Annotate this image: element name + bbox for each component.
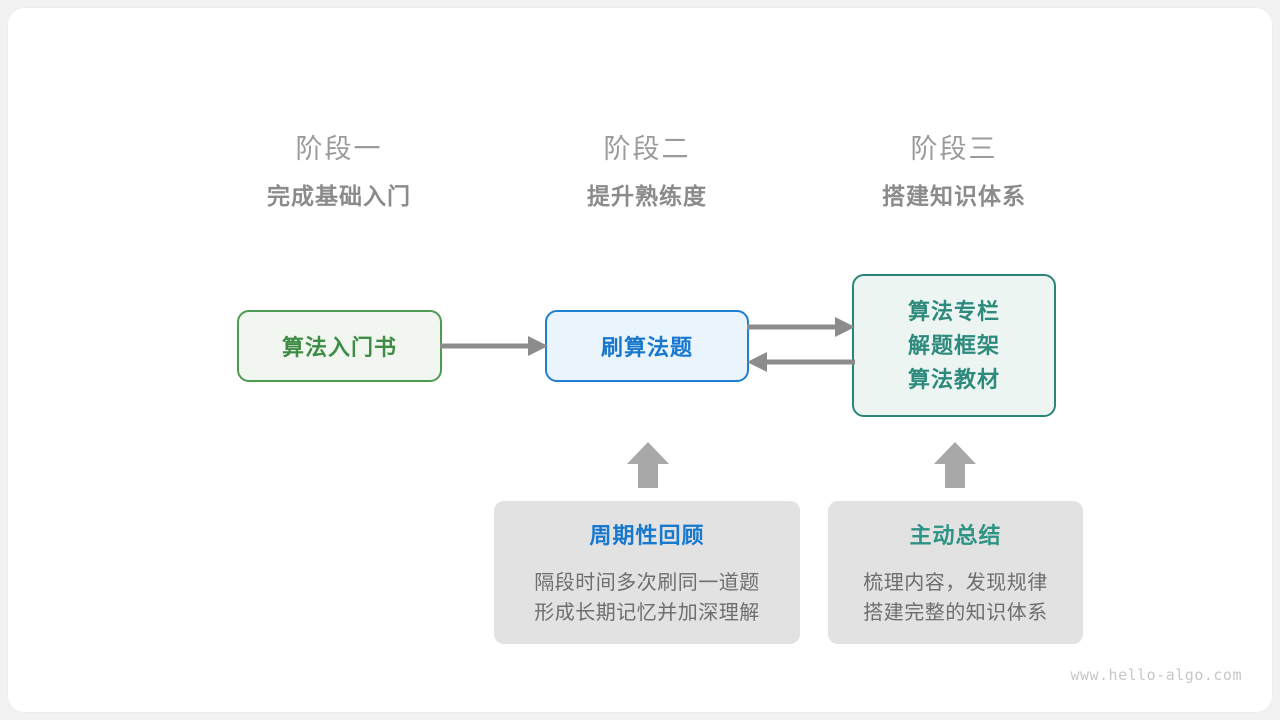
arrow-practice-to-resources (747, 317, 855, 337)
note-card-active-summary-body: 梳理内容，发现规律 搭建完整的知识体系 (863, 568, 1048, 628)
node-intro-book-label: 算法入门书 (281, 335, 397, 360)
arrow-left-icon (747, 352, 855, 372)
diagram-canvas: 阶段一 完成基础入门 阶段二 提升熟练度 阶段三 搭建知识体系 算法入门书 刷算… (8, 8, 1272, 712)
note-body-line: 形成长期记忆并加深理解 (534, 602, 760, 624)
arrow-summary-to-resources (934, 442, 976, 488)
node-intro-book: 算法入门书 (237, 310, 442, 382)
note-body-line: 隔段时间多次刷同一道题 (534, 572, 760, 594)
stage-index-1: 阶段一 (295, 134, 383, 164)
node-resources-line-2: 解题框架 (907, 332, 1000, 358)
arrow-right-icon (747, 317, 855, 337)
stage-header-3: 阶段三 搭建知识体系 (834, 136, 1074, 208)
note-card-periodic-review-title: 周期性回顾 (589, 523, 705, 548)
arrow-up-icon (934, 442, 976, 488)
stage-header-2: 阶段二 提升熟练度 (527, 136, 767, 208)
node-resources-line-1: 算法专栏 (907, 298, 1000, 324)
node-resources-line-3: 算法教材 (907, 366, 1000, 392)
stage-title-3: 搭建知识体系 (882, 183, 1026, 209)
node-practice-problems: 刷算法题 (545, 310, 749, 382)
stage-title-2: 提升熟练度 (587, 183, 707, 209)
note-body-line: 搭建完整的知识体系 (863, 602, 1048, 624)
note-body-line: 梳理内容，发现规律 (863, 572, 1048, 594)
arrow-resources-to-practice (747, 352, 855, 372)
stage-title-1: 完成基础入门 (267, 183, 411, 209)
arrow-up-icon (627, 442, 669, 488)
watermark: www.hello-algo.com (1070, 666, 1242, 684)
note-card-active-summary: 主动总结 梳理内容，发现规律 搭建完整的知识体系 (828, 501, 1083, 644)
arrow-right-icon (440, 336, 548, 356)
node-practice-problems-label: 刷算法题 (600, 335, 693, 360)
stage-index-2: 阶段二 (603, 134, 691, 164)
arrow-book-to-practice (440, 336, 548, 356)
stage-index-3: 阶段三 (910, 134, 998, 164)
stage-header-1: 阶段一 完成基础入门 (219, 136, 459, 208)
arrow-review-to-practice (627, 442, 669, 488)
node-resources: 算法专栏 解题框架 算法教材 (852, 274, 1056, 417)
note-card-active-summary-title: 主动总结 (909, 523, 1002, 548)
note-card-periodic-review: 周期性回顾 隔段时间多次刷同一道题 形成长期记忆并加深理解 (494, 501, 800, 644)
note-card-periodic-review-body: 隔段时间多次刷同一道题 形成长期记忆并加深理解 (534, 568, 760, 628)
